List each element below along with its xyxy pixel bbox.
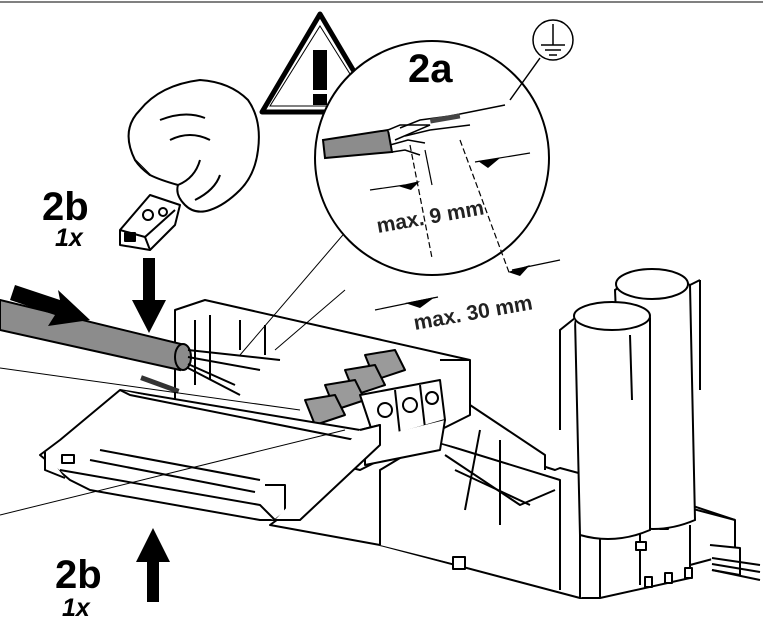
ground-icon (509, 19, 574, 101)
leader-lines (0, 214, 361, 516)
step-2b-top-label: 2b (42, 185, 89, 229)
insert-arrow-left (10, 285, 90, 326)
sheath-length-label: max. 30 mm (412, 291, 534, 335)
down-arrow (132, 258, 166, 333)
sheath-dimension-line (374, 259, 561, 311)
cable (0, 298, 281, 396)
cylinder-capacitors (559, 268, 701, 540)
front-lid (39, 389, 381, 521)
qty-bottom-label: 1x (62, 594, 91, 622)
qty-top-label: 1x (55, 224, 84, 252)
hand-holding-connector (119, 79, 260, 251)
detail-magnifier (314, 40, 550, 276)
up-arrow (136, 528, 170, 602)
step-2a-label: 2a (408, 47, 453, 91)
step-2b-bottom-label: 2b (55, 553, 102, 597)
